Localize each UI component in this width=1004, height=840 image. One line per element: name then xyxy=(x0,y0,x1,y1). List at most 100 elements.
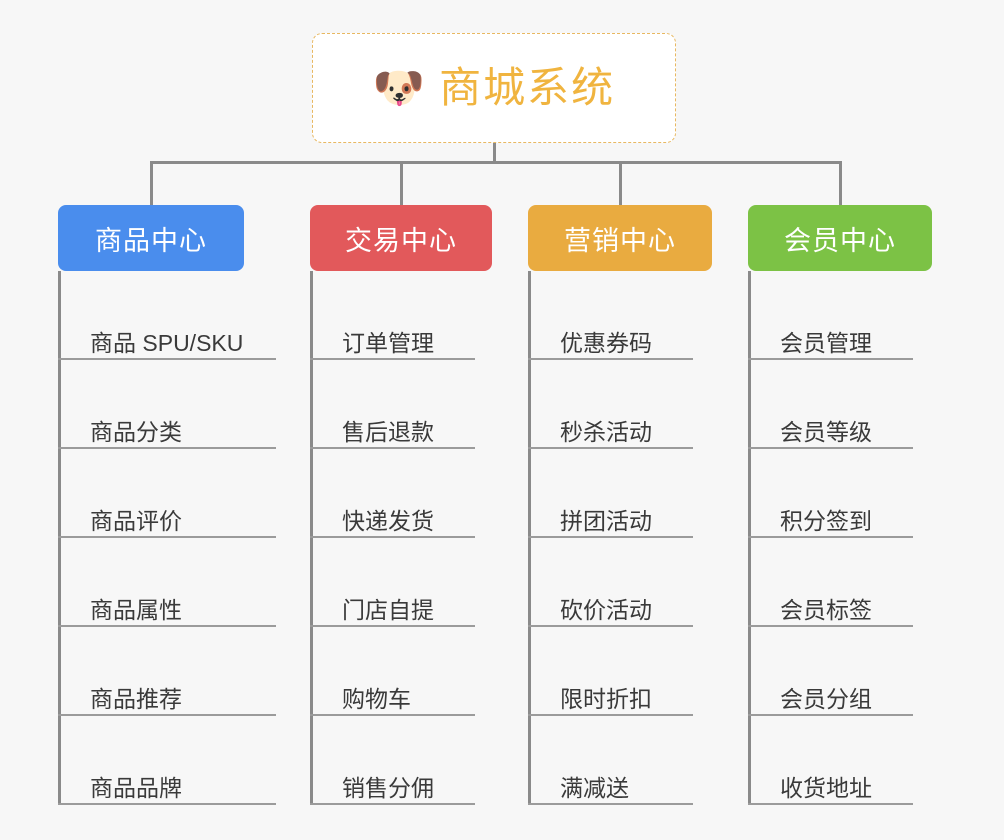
leaf-label: 会员管理 xyxy=(780,329,872,356)
leaf-label: 积分签到 xyxy=(780,507,872,534)
leaf-label: 会员标签 xyxy=(780,596,872,623)
leaf-underline xyxy=(748,447,913,449)
connector-bus xyxy=(151,161,840,164)
branch-header-label: 交易中心 xyxy=(345,225,457,256)
branch-spine xyxy=(748,271,751,805)
branch-2: 交易中心订单管理售后退款快递发货门店自提购物车销售分佣 xyxy=(310,205,492,805)
leaf-label: 快递发货 xyxy=(342,507,434,534)
branch-spine xyxy=(310,271,313,805)
branch-header-3[interactable]: 营销中心 xyxy=(528,205,712,271)
leaf-underline xyxy=(58,358,276,360)
leaf-item[interactable]: 砍价活动 xyxy=(528,538,712,627)
leaf-underline xyxy=(528,358,693,360)
shiba-dog-face-icon: 🐶 xyxy=(372,64,426,111)
leaf-item[interactable]: 会员分组 xyxy=(748,627,932,716)
leaf-underline xyxy=(748,358,913,360)
leaf-item[interactable]: 会员管理 xyxy=(748,271,932,360)
leaf-underline xyxy=(310,625,475,627)
leaf-item[interactable]: 购物车 xyxy=(310,627,492,716)
leaf-label: 收货地址 xyxy=(780,774,872,801)
branch-spine xyxy=(58,271,61,805)
leaf-list-4: 会员管理会员等级积分签到会员标签会员分组收货地址 xyxy=(748,271,932,805)
branch-header-label: 商品中心 xyxy=(95,225,207,256)
branch-header-4[interactable]: 会员中心 xyxy=(748,205,932,271)
leaf-underline xyxy=(310,714,475,716)
leaf-underline xyxy=(748,803,913,805)
leaf-list-1: 商品 SPU/SKU 商品分类商品评价商品属性商品推荐商品品牌 xyxy=(58,271,276,805)
leaf-item[interactable]: 销售分佣 xyxy=(310,716,492,805)
leaf-list-3: 优惠券码秒杀活动拼团活动砍价活动限时折扣满减送 xyxy=(528,271,712,805)
leaf-label: 商品品牌 xyxy=(90,774,182,801)
leaf-label: 限时折扣 xyxy=(560,685,652,712)
leaf-underline xyxy=(528,803,693,805)
leaf-item[interactable]: 商品 SPU/SKU xyxy=(58,271,276,360)
leaf-item[interactable]: 积分签到 xyxy=(748,449,932,538)
leaf-item[interactable]: 收货地址 xyxy=(748,716,932,805)
leaf-list-2: 订单管理售后退款快递发货门店自提购物车销售分佣 xyxy=(310,271,492,805)
leaf-label: 商品评价 xyxy=(90,507,182,534)
leaf-label: 秒杀活动 xyxy=(560,418,652,445)
leaf-underline xyxy=(310,536,475,538)
connector-drop-2 xyxy=(400,161,403,205)
branch-header-label: 会员中心 xyxy=(784,225,896,256)
branch-4: 会员中心会员管理会员等级积分签到会员标签会员分组收货地址 xyxy=(748,205,932,805)
leaf-item[interactable]: 商品分类 xyxy=(58,360,276,449)
leaf-underline xyxy=(748,714,913,716)
branch-1: 商品中心商品 SPU/SKU 商品分类商品评价商品属性商品推荐商品品牌 xyxy=(58,205,276,805)
leaf-underline xyxy=(310,358,475,360)
leaf-underline xyxy=(528,625,693,627)
leaf-item[interactable]: 满减送 xyxy=(528,716,712,805)
leaf-label: 优惠券码 xyxy=(560,329,652,356)
leaf-label: 拼团活动 xyxy=(560,507,652,534)
leaf-underline xyxy=(310,803,475,805)
leaf-underline xyxy=(58,447,276,449)
leaf-item[interactable]: 会员等级 xyxy=(748,360,932,449)
leaf-underline xyxy=(58,714,276,716)
leaf-label: 商品属性 xyxy=(90,596,182,623)
leaf-label: 门店自提 xyxy=(342,596,434,623)
leaf-item[interactable]: 商品属性 xyxy=(58,538,276,627)
leaf-label: 商品分类 xyxy=(90,418,182,445)
leaf-underline xyxy=(528,447,693,449)
leaf-item[interactable]: 秒杀活动 xyxy=(528,360,712,449)
branch-header-label: 营销中心 xyxy=(564,225,676,256)
leaf-label: 售后退款 xyxy=(342,418,434,445)
leaf-underline xyxy=(58,803,276,805)
leaf-item[interactable]: 门店自提 xyxy=(310,538,492,627)
leaf-underline xyxy=(310,447,475,449)
connector-drop-3 xyxy=(619,161,622,205)
leaf-underline xyxy=(748,536,913,538)
branch-header-2[interactable]: 交易中心 xyxy=(310,205,492,271)
leaf-underline xyxy=(58,536,276,538)
branch-spine xyxy=(528,271,531,805)
connector-root-stem xyxy=(493,143,496,164)
leaf-underline xyxy=(58,625,276,627)
leaf-underline xyxy=(528,714,693,716)
leaf-item[interactable]: 拼团活动 xyxy=(528,449,712,538)
leaf-item[interactable]: 商品评价 xyxy=(58,449,276,538)
leaf-label: 会员等级 xyxy=(780,418,872,445)
root-node[interactable]: 🐶 商城系统 xyxy=(312,33,676,143)
leaf-label: 商品 SPU/SKU xyxy=(90,329,244,356)
leaf-item[interactable]: 商品推荐 xyxy=(58,627,276,716)
leaf-item[interactable]: 限时折扣 xyxy=(528,627,712,716)
root-title: 商城系统 xyxy=(439,64,616,111)
leaf-item[interactable]: 会员标签 xyxy=(748,538,932,627)
leaf-label: 会员分组 xyxy=(780,685,872,712)
leaf-label: 砍价活动 xyxy=(560,596,652,623)
branch-header-1[interactable]: 商品中心 xyxy=(58,205,244,271)
leaf-label: 满减送 xyxy=(560,774,629,801)
connector-drop-1 xyxy=(150,161,153,205)
branch-3: 营销中心优惠券码秒杀活动拼团活动砍价活动限时折扣满减送 xyxy=(528,205,712,805)
connector-drop-4 xyxy=(839,161,842,205)
leaf-item[interactable]: 订单管理 xyxy=(310,271,492,360)
leaf-underline xyxy=(528,536,693,538)
leaf-item[interactable]: 优惠券码 xyxy=(528,271,712,360)
leaf-label: 商品推荐 xyxy=(90,685,182,712)
leaf-label: 订单管理 xyxy=(342,329,434,356)
leaf-item[interactable]: 售后退款 xyxy=(310,360,492,449)
leaf-item[interactable]: 商品品牌 xyxy=(58,716,276,805)
leaf-item[interactable]: 快递发货 xyxy=(310,449,492,538)
leaf-underline xyxy=(748,625,913,627)
